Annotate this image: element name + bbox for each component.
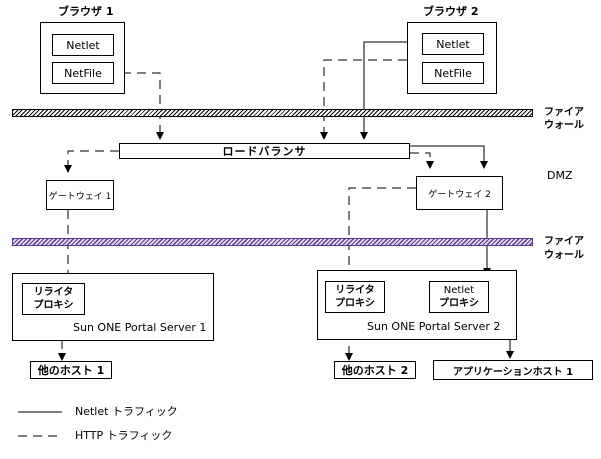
load-balancer: ロードバランサ xyxy=(119,143,410,159)
server-2-netlet-proxy: Netlet プロキシ xyxy=(429,281,489,313)
netlet-lb-to-g2 xyxy=(410,145,488,169)
http-lb-to-g2 xyxy=(410,152,434,169)
browser-1-box: Netlet NetFile xyxy=(40,22,125,94)
portal-server-2: リライタ プロキシ Netlet プロキシ Sun ONE Portal Ser… xyxy=(317,270,517,340)
server-1-rewriter-proxy: リライタ プロキシ xyxy=(22,283,85,315)
portal-server-1: リライタ プロキシ Sun ONE Portal Server 1 xyxy=(12,273,214,341)
browser-1-title: ブラウザ 1 xyxy=(58,5,114,18)
netlet-traffic-lines xyxy=(18,41,514,413)
legend-http-label: HTTP トラフィック xyxy=(75,429,173,442)
server-2-netlet-proxy-label: プロキシ xyxy=(439,298,479,309)
dmz-label: DMZ xyxy=(547,169,573,182)
portal-server-1-name: Sun ONE Portal Server 1 xyxy=(73,321,207,334)
http-b1-to-lb xyxy=(122,72,164,140)
server-2-rewriter-proxy: リライタ プロキシ xyxy=(325,281,385,313)
server-1-proxy-label: プロキシ xyxy=(33,300,74,311)
firewall-1-label-line2: ウォール xyxy=(544,120,584,131)
server-2-proxy-label: プロキシ xyxy=(335,298,375,309)
browser-2-box: Netlet NetFile xyxy=(407,22,497,94)
netlet-b2-to-lb xyxy=(360,41,422,140)
gateway-2: ゲートウェイ 2 xyxy=(416,176,503,210)
browser-1-netfile: NetFile xyxy=(52,62,114,84)
application-host-1: アプリケーションホスト 1 xyxy=(433,360,593,380)
firewall-2-label-line2: ウォール xyxy=(544,250,584,261)
other-host-2: 他のホスト 2 xyxy=(334,361,416,379)
browser-2-netlet: Netlet xyxy=(422,33,484,55)
browser-1-netlet: Netlet xyxy=(52,34,114,56)
firewall-1 xyxy=(12,109,533,117)
other-host-1: 他のホスト 1 xyxy=(30,361,112,379)
server-2-rewriter-label: リライタ xyxy=(335,285,375,296)
legend-netlet-label: Netlet トラフィック xyxy=(75,405,178,418)
gateway-1: ゲートウェイ 1 xyxy=(46,180,114,210)
http-lb-to-g1 xyxy=(64,150,119,173)
browser-2-title: ブラウザ 2 xyxy=(423,5,479,18)
server-2-netlet-label: Netlet xyxy=(443,285,475,296)
portal-server-2-name: Sun ONE Portal Server 2 xyxy=(367,320,501,333)
firewall-1-label-line1: ファイア xyxy=(544,107,584,118)
firewall-2 xyxy=(12,238,533,246)
browser-2-netfile: NetFile xyxy=(422,62,484,84)
firewall-2-label-line1: ファイア xyxy=(544,236,584,247)
server-1-rewriter-label: リライタ xyxy=(33,287,74,298)
